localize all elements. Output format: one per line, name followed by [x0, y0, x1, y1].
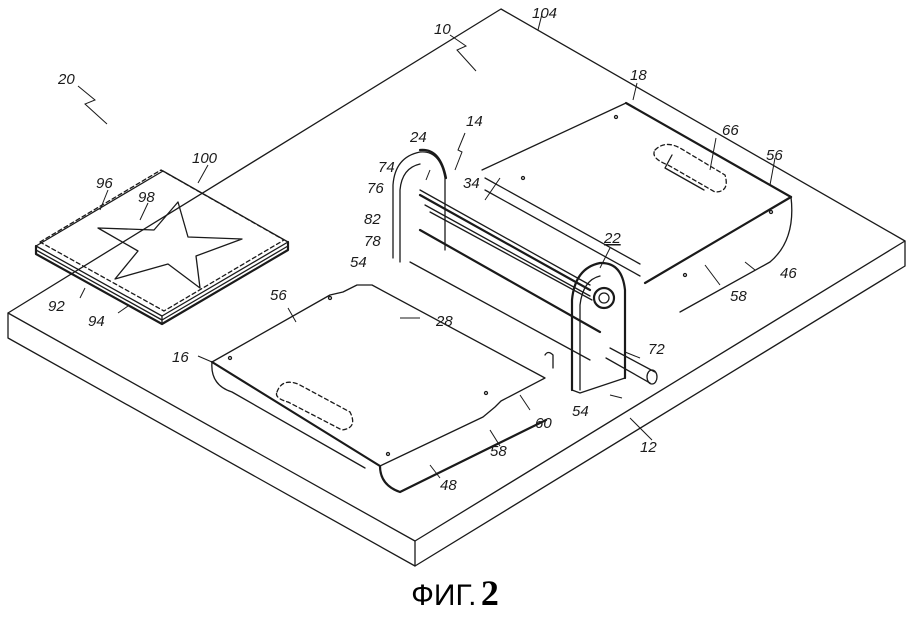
caption-prefix: ФИГ. — [411, 579, 477, 612]
front-tray — [210, 284, 554, 494]
label-58-rear: 58 — [730, 288, 747, 305]
base-plate — [7, 8, 906, 567]
label-78: 78 — [364, 233, 381, 250]
upper-roller — [419, 189, 591, 286]
label-48: 48 — [440, 477, 457, 494]
label-22: 22 — [603, 230, 621, 247]
pin-right — [544, 351, 554, 369]
label-94: 94 — [88, 313, 105, 330]
right-side-support — [570, 261, 627, 392]
label-54-left: 54 — [350, 254, 367, 271]
label-12: 12 — [640, 439, 657, 456]
crank — [605, 347, 656, 384]
label-98: 98 — [138, 189, 155, 206]
rear-tray — [481, 101, 793, 313]
label-66: 66 — [722, 122, 739, 139]
label-16: 16 — [172, 349, 189, 366]
roller-assembly — [392, 148, 658, 394]
label-34: 34 — [463, 175, 480, 192]
label-104: 104 — [532, 5, 557, 22]
label-74: 74 — [378, 159, 395, 176]
label-10: 10 — [434, 21, 451, 38]
label-76: 76 — [367, 180, 384, 197]
leader-lines — [77, 13, 776, 479]
label-14: 14 — [466, 113, 483, 130]
label-72: 72 — [648, 341, 665, 358]
handle-slot-rear — [653, 143, 727, 193]
handle-slot-front — [275, 381, 354, 431]
label-100: 100 — [192, 150, 218, 167]
axle — [592, 286, 616, 310]
label-46: 46 — [780, 265, 797, 282]
caption-number: 2 — [480, 573, 499, 613]
sheet-stack — [34, 169, 290, 326]
label-82: 82 — [364, 211, 381, 228]
label-56-front: 56 — [270, 287, 287, 304]
star-cutout — [97, 201, 243, 289]
lower-roller — [418, 228, 602, 334]
label-24: 24 — [409, 129, 427, 146]
label-58-front: 58 — [490, 443, 507, 460]
label-56-rear: 56 — [766, 147, 783, 164]
label-96: 96 — [96, 175, 113, 192]
label-28: 28 — [435, 313, 453, 330]
label-20: 20 — [57, 71, 75, 88]
reference-labels: 20 10 104 18 14 66 56 24 74 76 34 82 78 … — [48, 5, 797, 494]
label-60: 60 — [535, 415, 552, 432]
label-54-right: 54 — [572, 403, 589, 420]
label-18: 18 — [630, 67, 647, 84]
label-92: 92 — [48, 298, 65, 315]
figure-caption: ФИГ. 2 — [0, 572, 910, 614]
